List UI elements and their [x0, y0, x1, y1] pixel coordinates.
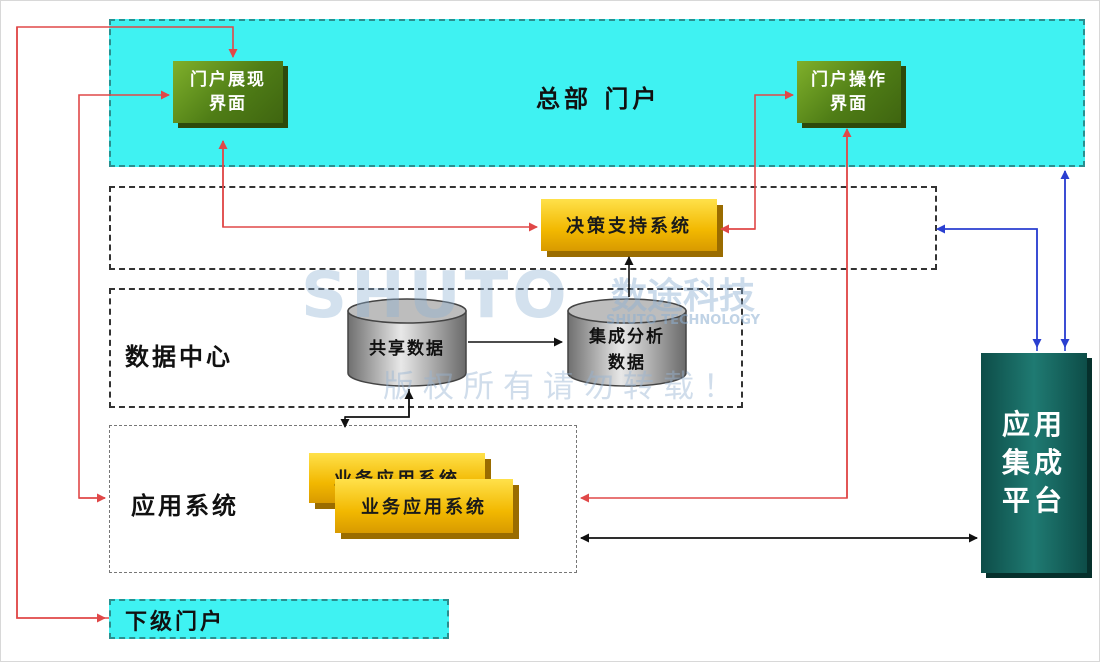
data-center-label: 数据中心: [125, 342, 233, 371]
platform-line3: 平台: [1001, 484, 1066, 517]
watermark-notice: 版权所有请勿转载！: [383, 369, 743, 405]
shared-data-label: 共享数据: [369, 339, 445, 359]
platform-line1: 应用: [1001, 408, 1066, 441]
business-app-box-front: 业务应用系统: [335, 479, 513, 533]
shared-data-cylinder: 共享数据: [346, 297, 468, 389]
decision-support-box: 决策支持系统: [541, 199, 717, 251]
portal-operation-line2: 界面: [830, 94, 868, 114]
hq-portal-title: 总部 门户: [536, 84, 661, 113]
portal-operation-line1: 门户操作: [811, 70, 887, 90]
arrow-dss-to-platform: [941, 228, 1042, 348]
integrated-data-label-1: 集成分析: [589, 327, 665, 347]
watermark-logo: SHUTO: [301, 259, 571, 333]
arrow-platform-to-dss: [936, 224, 1038, 351]
sub-portal-label: 下级门户: [125, 609, 226, 635]
portal-operation-box: 门户操作 界面: [797, 61, 901, 123]
watermark-company: 数途科技: [611, 276, 756, 317]
cylinder-shape: [347, 298, 467, 387]
platform-line2: 集成: [1001, 446, 1066, 479]
portal-display-line1: 门户展现: [190, 70, 266, 90]
watermark-company-en: SHUTO TECHNOLOGY: [606, 313, 761, 328]
decision-support-zone: [109, 186, 937, 270]
portal-display-box: 门户展现 界面: [173, 61, 283, 123]
integration-platform: 应用 集成 平台: [981, 353, 1087, 573]
arrow-display-to-sub: [16, 27, 106, 623]
application-system-label: 应用系统: [131, 491, 239, 520]
portal-display-line2: 界面: [209, 94, 247, 114]
